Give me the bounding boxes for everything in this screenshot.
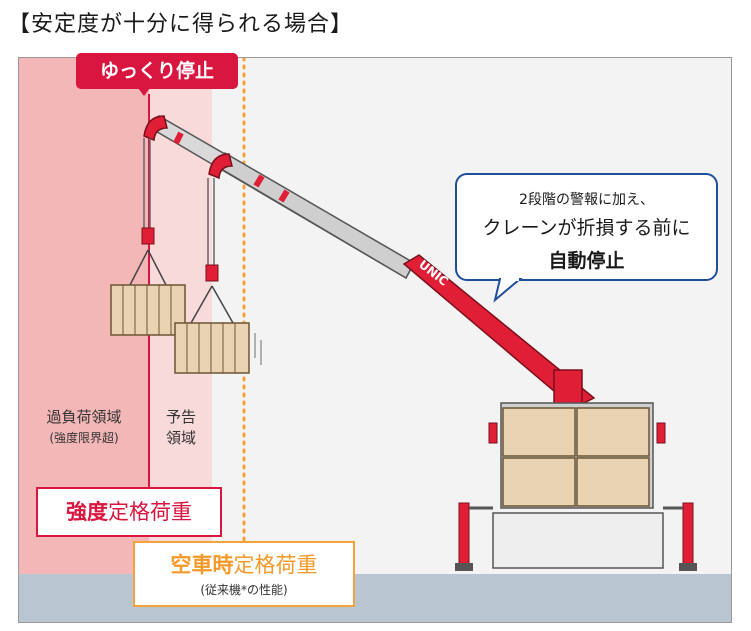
overload-zone-label: 過負荷領域 (強度限界超)	[46, 408, 122, 445]
outrigger-left	[458, 502, 470, 566]
empty-rated-load-label: 空車時定格荷重 (従来機*の性能)	[133, 541, 355, 607]
cargo-1	[110, 284, 186, 336]
truck-cargo-3	[502, 457, 576, 507]
callout-line-1: 2段階の警報に加え、	[519, 192, 654, 208]
auto-stop-callout: 2段階の警報に加え、 クレーンが折損する前に 自動停止	[455, 173, 718, 281]
slow-stop-badge: ゆっくり停止	[76, 53, 238, 96]
boom-tip-1	[143, 115, 168, 142]
ground	[19, 574, 731, 622]
callout-line-2: クレーンが折損する前に	[482, 217, 691, 239]
hook-block-2	[205, 264, 219, 282]
diagram-scene: UNIC 過負荷領域 (強度限界超) 予告 領域	[18, 57, 732, 623]
outrigger-right	[682, 502, 694, 566]
boom-lower	[402, 254, 596, 409]
boom-mid	[217, 151, 416, 280]
cargo-2	[174, 322, 250, 374]
crane-illustration	[19, 58, 731, 622]
truck-cargo-4	[576, 457, 650, 507]
warning-zone-label: 予告 領域	[165, 408, 196, 447]
boom-tip-2	[208, 153, 233, 180]
strength-rated-load-label: 強度定格荷重	[36, 487, 222, 537]
overload-zone	[19, 58, 149, 622]
hook-block-1	[141, 227, 155, 245]
truck-cab	[492, 512, 664, 569]
truck-cargo-1	[502, 407, 576, 457]
truck-cargo-2	[576, 407, 650, 457]
callout-line-3: 自動停止	[548, 250, 625, 272]
page-title: 【安定度が十分に得られる場合】	[8, 12, 354, 37]
